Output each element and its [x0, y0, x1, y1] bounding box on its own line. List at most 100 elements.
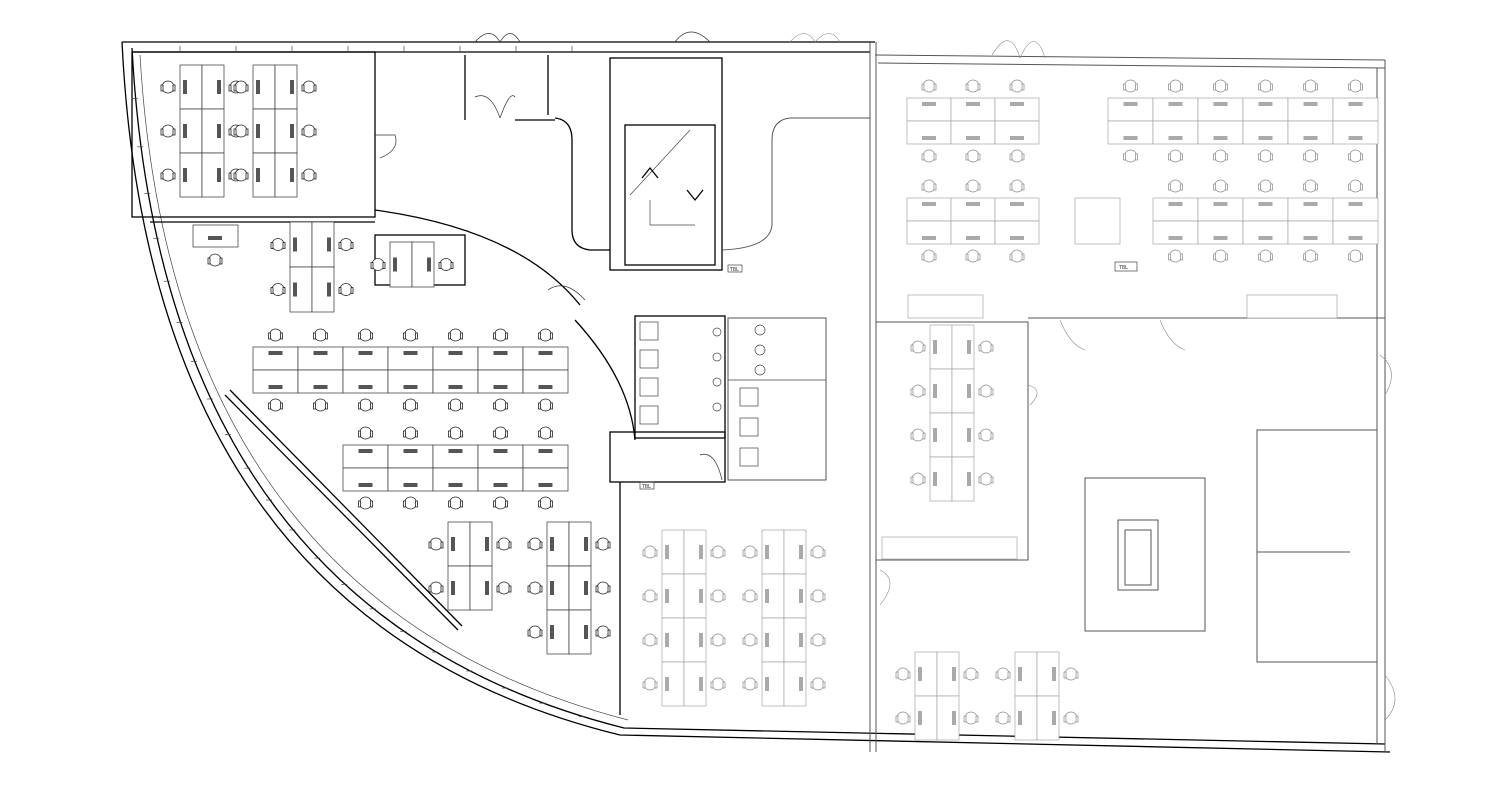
monitor: [427, 257, 431, 272]
monitor: [922, 236, 936, 240]
chair: [742, 545, 758, 559]
chair-arm: [1270, 183, 1273, 191]
chair: [921, 79, 937, 93]
chair-arm: [493, 500, 496, 508]
chair-seat: [1259, 149, 1272, 163]
monitor: [1010, 136, 1024, 140]
chair-arm: [1180, 153, 1183, 161]
chair-seat: [1349, 249, 1362, 263]
washbasin: [754, 344, 766, 356]
desk: [906, 120, 952, 145]
chair-arm: [270, 287, 274, 294]
chair: [1123, 149, 1138, 163]
desk: [477, 467, 524, 492]
top-wall-right-inner: [877, 62, 1386, 69]
chair-arm: [505, 332, 508, 340]
chair-arm: [301, 128, 305, 136]
chair-arm: [382, 262, 386, 269]
chair-arm: [538, 332, 541, 340]
desk: [951, 456, 975, 502]
chair-seat: [234, 124, 248, 138]
desk: [936, 695, 960, 741]
desk: [432, 369, 479, 394]
monitor: [699, 545, 703, 559]
chair: [313, 398, 328, 412]
toilet-stall: [739, 417, 759, 437]
chair-arm: [754, 637, 758, 645]
chair-seat: [208, 253, 222, 267]
chair-arm: [822, 681, 826, 689]
chair: [448, 328, 463, 342]
chair-seat: [161, 124, 175, 138]
chair-arm: [1315, 153, 1318, 161]
chair-arm: [370, 500, 373, 508]
chair-arm: [350, 287, 354, 294]
monitor: [1213, 102, 1228, 106]
chair-arm: [990, 432, 994, 440]
desk: [1287, 120, 1334, 145]
chair-seat: [1259, 79, 1272, 93]
chair-arm: [742, 593, 746, 601]
chair-seat: [404, 398, 417, 412]
room-tag-3: TBL: [1119, 265, 1128, 271]
chair-arm: [922, 432, 926, 440]
desk: [1074, 197, 1121, 245]
chair-arm: [995, 671, 999, 679]
desk: [387, 444, 434, 469]
door-north-3: [789, 33, 841, 43]
chair-seat: [979, 340, 993, 354]
chair-arm: [1021, 253, 1025, 261]
chair-arm: [990, 476, 994, 484]
chair: [338, 238, 354, 251]
chair-seat: [1064, 711, 1078, 725]
chair: [995, 711, 1011, 725]
monitor: [584, 581, 588, 595]
chair-seat: [494, 328, 507, 342]
washbasin: [754, 364, 766, 376]
chair: [448, 426, 463, 440]
desk: [906, 97, 952, 122]
chair-arm: [505, 500, 508, 508]
door-curve: [547, 285, 586, 301]
curved-partition: [374, 209, 581, 306]
monitor: [922, 102, 936, 106]
chair-arm: [358, 430, 361, 438]
chair-arm: [1168, 183, 1171, 191]
chair-arm: [550, 500, 553, 508]
chair-seat: [302, 80, 316, 94]
chair: [810, 589, 826, 603]
chair-arm: [975, 671, 979, 679]
monitor: [268, 351, 283, 355]
chair-seat: [494, 426, 507, 440]
chair-arm: [539, 541, 543, 549]
chair-arm: [403, 430, 406, 438]
monitor: [799, 589, 803, 603]
desk: [1197, 120, 1244, 145]
top-wall-right: [874, 54, 1386, 61]
monitor: [918, 667, 922, 681]
chair: [963, 667, 979, 681]
chair-seat: [429, 581, 443, 595]
chair: [1348, 179, 1363, 193]
chair-arm: [1225, 253, 1228, 261]
chair: [403, 496, 418, 510]
chair: [965, 179, 981, 193]
chair-arm: [1348, 83, 1351, 91]
monitor: [327, 237, 331, 252]
chair-arm: [448, 430, 451, 438]
chair-seat: [964, 667, 978, 681]
chair-seat: [911, 428, 925, 442]
monitor: [966, 136, 980, 140]
chair-seat: [314, 398, 327, 412]
chair: [921, 149, 937, 163]
chair: [742, 633, 758, 647]
chair: [995, 667, 1011, 681]
chair-arm: [607, 541, 611, 549]
chair: [403, 398, 418, 412]
chair-arm: [978, 476, 982, 484]
chair-seat: [404, 426, 417, 440]
desk: [1152, 120, 1199, 145]
chair-seat: [161, 80, 175, 94]
chair-arm: [448, 500, 451, 508]
chair-arm: [810, 637, 814, 645]
